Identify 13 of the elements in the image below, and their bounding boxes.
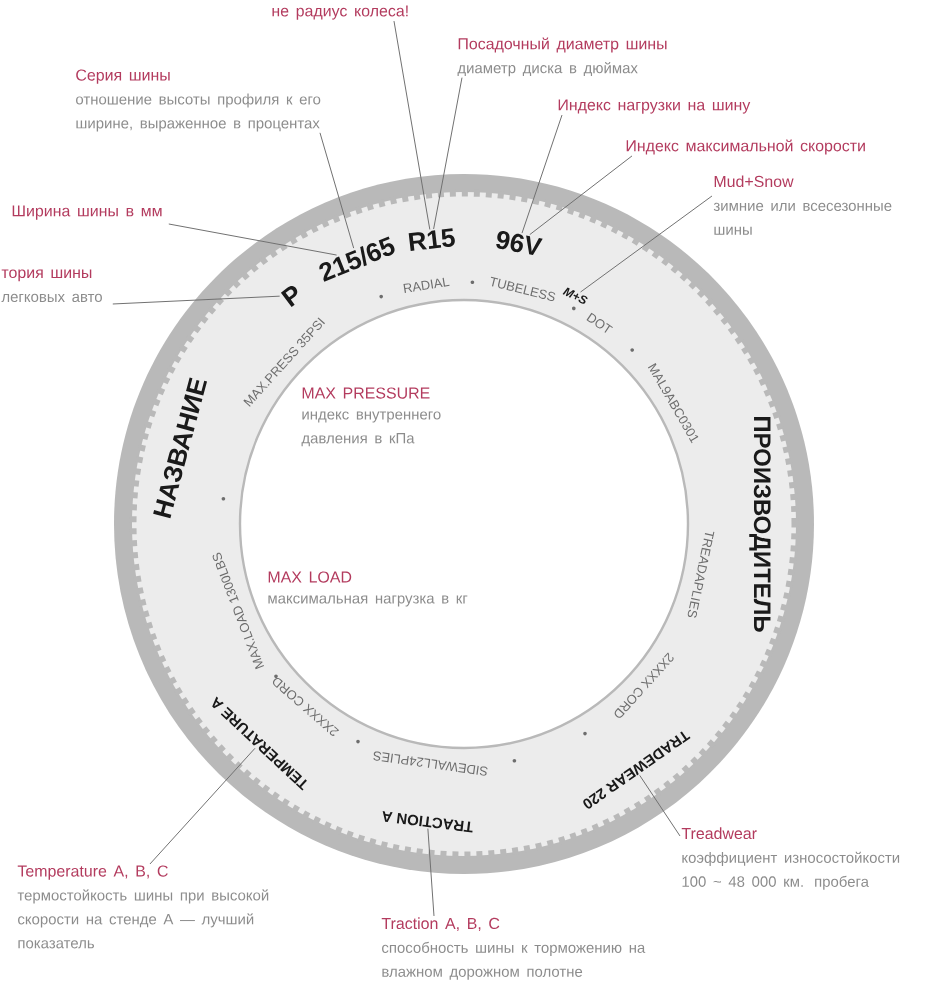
leader-line xyxy=(149,747,256,865)
leader-line xyxy=(521,114,563,234)
tire-marking: ПРОИЗВОДИТЕЛЬ xyxy=(749,416,771,632)
leader-line xyxy=(580,195,713,293)
tire-marking: R15 xyxy=(408,228,455,251)
leader-line xyxy=(319,132,355,249)
tire-marking: 96V xyxy=(496,231,543,256)
leader-line xyxy=(529,155,633,236)
tire-marking: P xyxy=(280,286,298,307)
leader-line xyxy=(433,77,463,230)
leader-line xyxy=(168,223,338,256)
leader-line xyxy=(393,20,431,230)
leader-line xyxy=(112,295,281,305)
